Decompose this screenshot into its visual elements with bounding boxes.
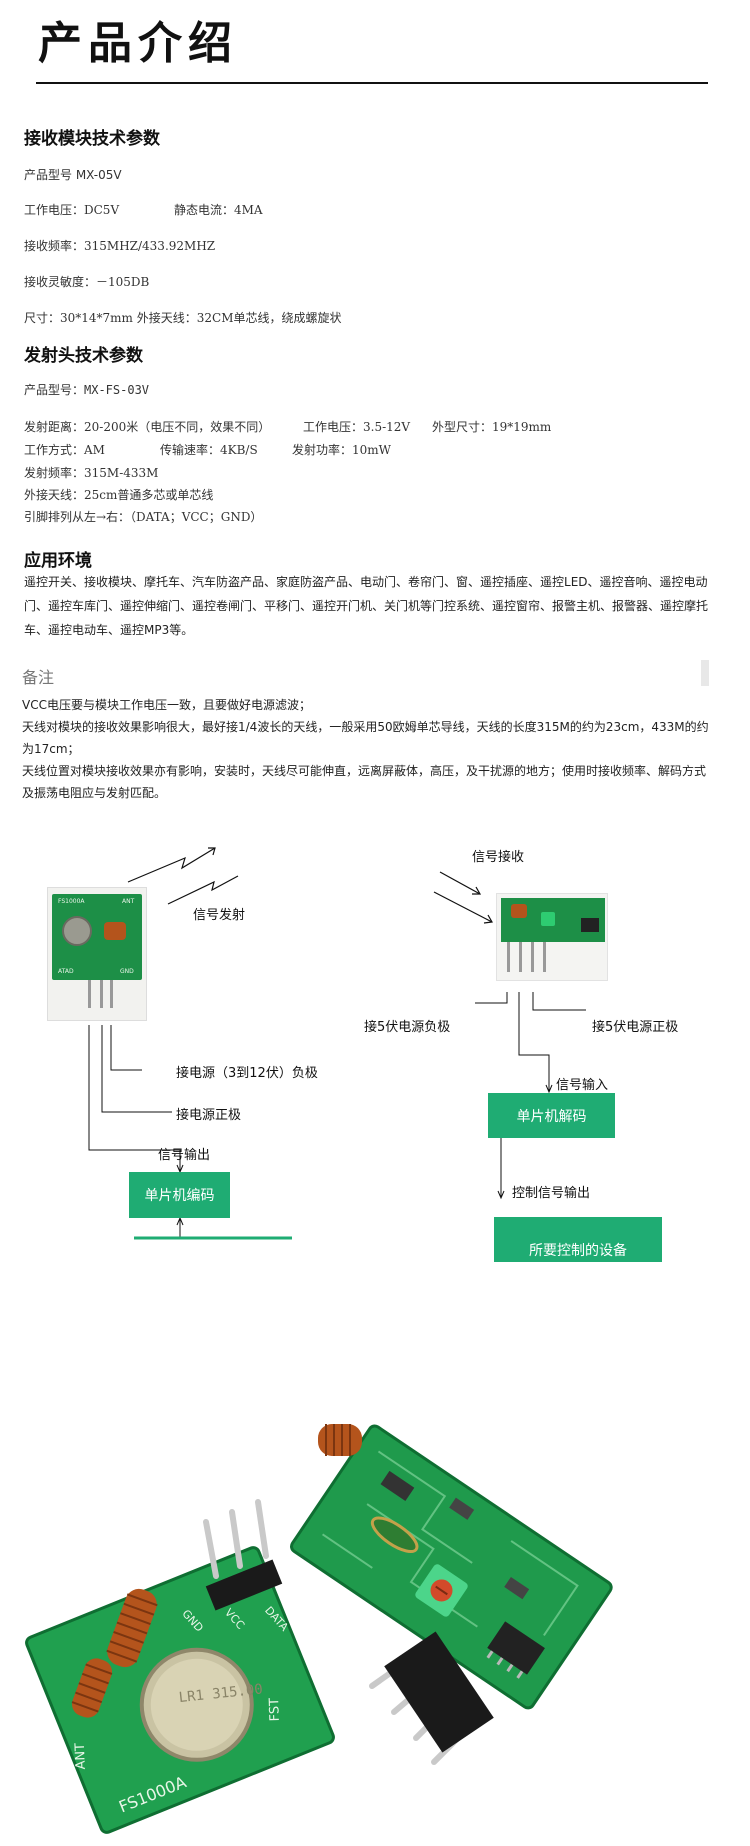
rx-arrow-1-head — [472, 886, 482, 895]
photo-tx-ant: ANT — [73, 1743, 89, 1770]
photo-transmitter-pins — [203, 1499, 283, 1611]
transmitter-mode: 工作方式：AM — [24, 443, 105, 457]
transmitter-rate: 传输速率：4KB/S — [160, 443, 258, 457]
rx-signal-arrows — [433, 871, 493, 924]
rx-pin-4 — [543, 942, 546, 972]
tx-mcu-arrowhead — [176, 1216, 184, 1226]
receiver-board-photo — [496, 893, 608, 981]
rx-positive-label: 接5伏电源正极 — [592, 1020, 679, 1035]
receiver-coil — [511, 904, 527, 918]
transmitter-crystal-can — [62, 916, 92, 946]
receiver-heading: 接收模块技术参数 — [24, 129, 160, 149]
transmitter-power: 发射功率：10mW — [292, 443, 391, 457]
receiver-trimmer — [541, 912, 555, 926]
tx-pin-3 — [110, 980, 113, 1008]
product-photo: LR1 315.00 FS1000A ANT FST GND VCC DATA — [25, 1424, 613, 1834]
receiver-voltage: 工作电压：DC5V — [24, 203, 120, 217]
receiver-pcb — [501, 898, 605, 942]
notes-heading: 备注 — [22, 668, 55, 687]
receiver-chip — [581, 918, 599, 932]
rx-pin-lines — [475, 992, 586, 1200]
rx-line-input — [518, 992, 550, 1092]
receiver-size: 尺寸：30*14*7mm 外接天线：32CM单芯线，绕成螺旋状 — [24, 311, 342, 325]
rx-arrow-2 — [433, 891, 493, 923]
transmitter-heading: 发射头技术参数 — [24, 346, 143, 366]
transmitter-board-photo: FS1000A ANT ATAD GND — [47, 887, 147, 1021]
tx-negative-label: 接电源（3到12伏）负极 — [176, 1066, 318, 1081]
rx-pin-3 — [531, 942, 534, 972]
rx-line-positive — [532, 992, 586, 1011]
tx-signal-arrows — [127, 847, 239, 905]
photo-transmitter-board: LR1 315.00 FS1000A ANT FST GND VCC DATA — [25, 1546, 335, 1834]
photo-transmitter-coils — [71, 1588, 158, 1718]
tx-line-negative — [110, 1025, 142, 1071]
transmitter-antenna: 外接天线：25cm普通多芯或单芯线 — [24, 488, 214, 502]
tx-silk-ant: ANT — [122, 898, 135, 905]
transmitter-model: 产品型号：MX-FS-03V — [24, 383, 150, 397]
tx-silk-gnd: GND — [120, 968, 134, 975]
tx-arrow-1-head — [208, 847, 216, 856]
tx-positive-label: 接电源正极 — [176, 1108, 242, 1123]
transmitter-pins: 引脚排列从左→右：（DATA；VCC；GND） — [24, 510, 263, 524]
receiver-frequency: 接收频率：315MHZ/433.92MHZ — [24, 239, 216, 253]
photo-tx-fst: FST — [267, 1698, 283, 1722]
rx-negative-label: 接5伏电源负极 — [364, 1020, 451, 1035]
rx-input-arrowhead — [545, 1084, 553, 1094]
wiring-diagram — [88, 847, 586, 1240]
tx-line-positive — [101, 1025, 172, 1113]
photo-receiver-header — [384, 1631, 494, 1753]
tx-pin-lines — [88, 1025, 292, 1240]
rx-arrow-2-head — [483, 914, 493, 924]
transmitter-frequency: 发射频率：315M-433M — [24, 466, 159, 480]
tx-silk-atad: ATAD — [58, 968, 74, 975]
rx-pin-2 — [519, 942, 522, 972]
rx-mcu-box: 单片机解码 — [488, 1093, 615, 1138]
note-line-1: VCC电压要与模块工作电压一致，且要做好电源滤波； — [22, 698, 311, 712]
tx-pin-2 — [100, 980, 103, 1008]
title-rule — [36, 82, 708, 84]
application-text: 遥控开关、接收模块、摩托车、汽车防盗产品、家庭防盗产品、电动门、卷帘门、窗、遥控… — [24, 575, 709, 637]
rx-signal-label: 信号接收 — [472, 850, 525, 865]
tx-pin-1 — [88, 980, 91, 1008]
photo-receiver-board — [290, 1424, 613, 1710]
transmitter-dimension: 外型尺寸：19*19mm — [432, 420, 552, 434]
rx-ctrl-arrowhead — [497, 1190, 505, 1200]
note-line-3: 天线位置对模块接收效果亦有影响，安装时，天线尽可能伸直，远离屏蔽体，高压，及干扰… — [22, 764, 707, 800]
tx-arrow-1 — [127, 847, 216, 883]
tx-silk-model: FS1000A — [58, 898, 85, 905]
note-line-2: 天线对模块的接收效果影响很大，最好接1/4波长的天线，一般采用50欧姆单芯导线，… — [22, 720, 709, 756]
receiver-sensitivity: 接收灵敏度：－105DB — [24, 275, 150, 289]
rx-ctrl-label: 控制信号输出 — [512, 1186, 591, 1201]
application-heading: 应用环境 — [24, 551, 92, 571]
rx-input-label: 信号输入 — [556, 1078, 609, 1093]
page-title: 产品介绍 — [38, 18, 238, 69]
transmitter-coil — [104, 922, 126, 940]
tx-mcu-box: 单片机编码 — [129, 1172, 230, 1218]
rx-line-negative — [475, 992, 508, 1004]
rx-pin-1 — [507, 942, 510, 972]
transmitter-distance: 发射距离：20-200米（电压不同，效果不同） — [24, 420, 271, 434]
transmitter-voltage: 工作电压：3.5-12V — [303, 420, 411, 434]
receiver-current: 静态电流：4MA — [174, 203, 263, 217]
rx-arrow-1 — [439, 871, 481, 895]
notes-side-bar — [701, 660, 709, 686]
tx-output-label: 信号输出 — [158, 1148, 211, 1163]
photo-receiver-coil — [318, 1424, 362, 1456]
tx-line-output — [88, 1025, 181, 1172]
tx-arrow-2 — [167, 875, 239, 905]
rx-device-box: 所要控制的设备 — [494, 1217, 662, 1262]
receiver-model: 产品型号 MX-05V — [24, 168, 122, 182]
tx-signal-label: 信号发射 — [193, 908, 246, 923]
